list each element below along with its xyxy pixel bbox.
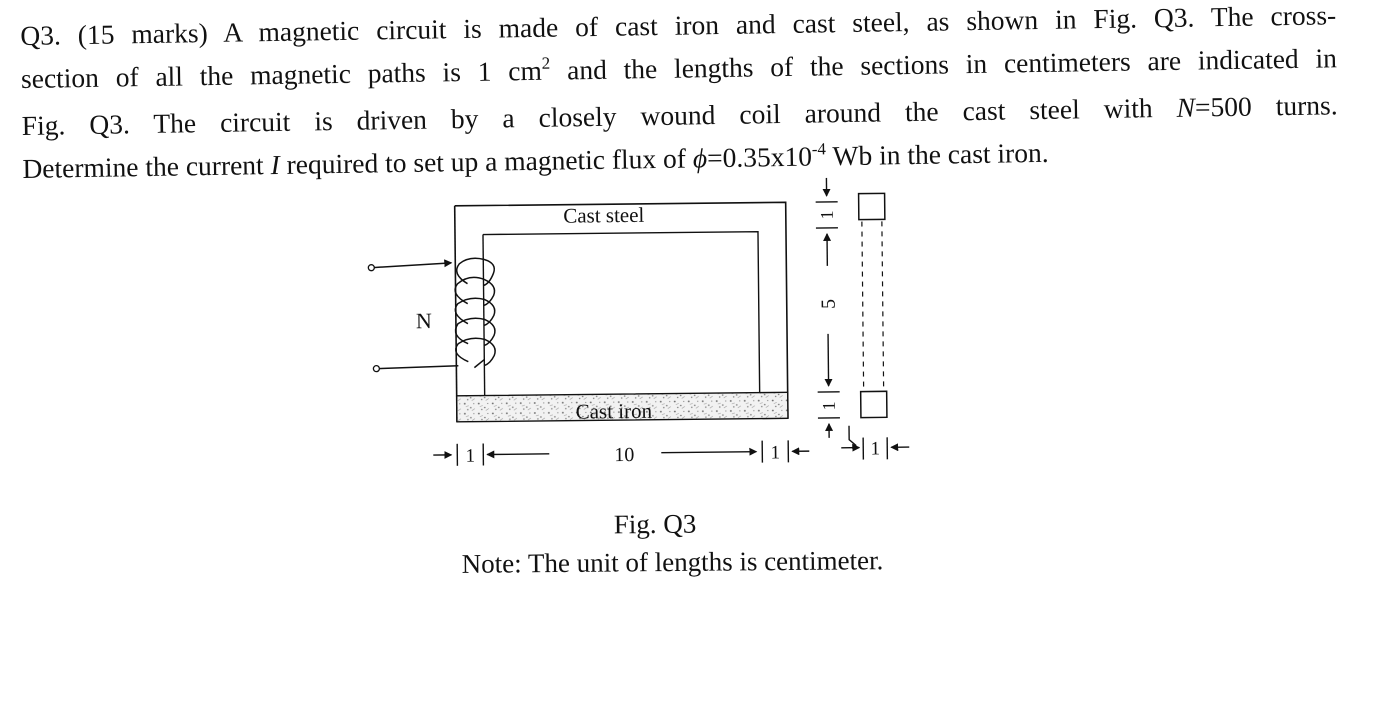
dim-bottom-length: 10 — [614, 444, 634, 466]
cast-steel-core — [455, 202, 788, 421]
dim-side-view-width: 1 — [870, 438, 880, 459]
terminal-bottom — [373, 366, 379, 372]
cast-iron-label: Cast iron — [576, 399, 653, 424]
dim-left-leg: 1 — [465, 446, 475, 467]
coil-winding — [371, 258, 495, 369]
dim-right-leg: 1 — [770, 442, 780, 463]
cast-steel-label: Cast steel — [563, 203, 644, 228]
side-view-cross-section — [859, 193, 887, 417]
terminal-top — [368, 265, 374, 271]
coil-turns-label: N — [416, 308, 432, 333]
dim-window-height: 5 — [818, 299, 840, 309]
dim-bottom-thickness: 1 — [819, 401, 839, 410]
dim-top-thickness: 1 — [817, 210, 837, 219]
